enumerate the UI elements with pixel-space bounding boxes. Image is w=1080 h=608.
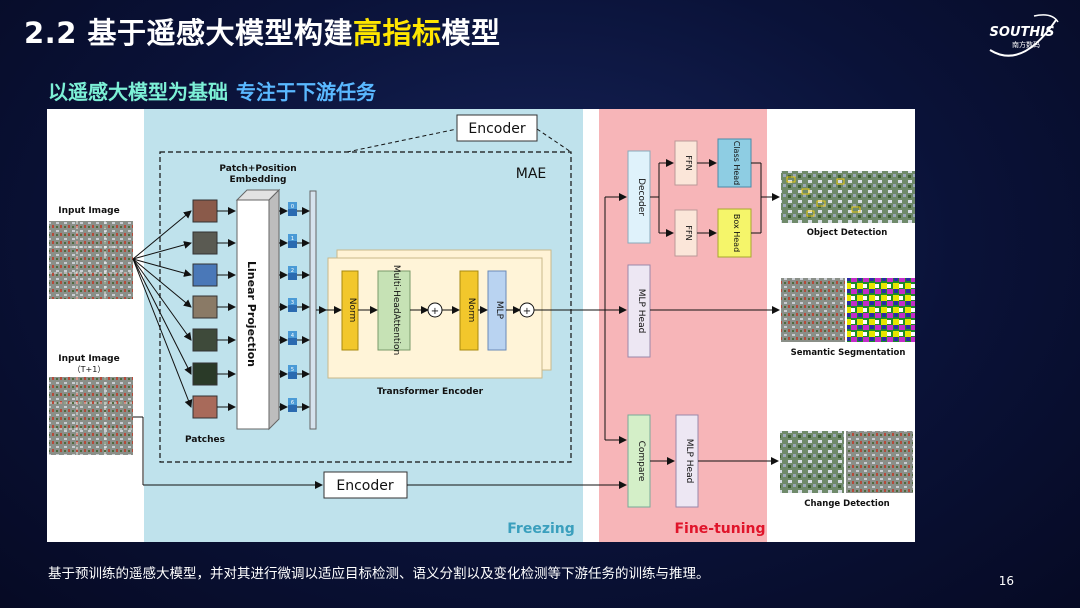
finetune-label: Fine-tuning: [674, 521, 765, 537]
subtitle: 以遥感大模型为基础专注于下游任务: [48, 80, 376, 104]
object-detection-label: Object Detection: [807, 228, 888, 238]
svg-text:2: 2: [291, 268, 294, 274]
architecture-diagram: Freezing Fine-tuning Encoder MAE Input I…: [47, 109, 915, 542]
semantic-input-image: [781, 278, 845, 342]
svg-text:Compare: Compare: [636, 441, 646, 482]
linear-projection: [236, 199, 270, 430]
input-image-t: [49, 221, 133, 299]
input-image-t1-label: Input Image: [58, 354, 119, 364]
svg-text:MLP Head: MLP Head: [684, 439, 694, 484]
svg-text:（T+1）: （T+1）: [73, 365, 106, 374]
svg-text:+: +: [431, 306, 439, 317]
change-image-t: [780, 431, 844, 493]
patch-position-label: Patch+Position: [219, 164, 296, 174]
input-image-t1: [49, 377, 133, 455]
transformer-encoder-label: Transformer Encoder: [377, 387, 484, 397]
change-detection-label: Change Detection: [804, 499, 889, 509]
svg-text:Encoder: Encoder: [336, 478, 393, 494]
object-detection-image: [781, 171, 915, 223]
patches-label: Patches: [185, 435, 225, 445]
svg-text:Encoder: Encoder: [468, 121, 525, 137]
change-image-t1: [846, 431, 913, 493]
svg-text:FFN: FFN: [684, 155, 693, 170]
svg-text:Box Head: Box Head: [732, 214, 741, 252]
svg-text:MLP Head: MLP Head: [636, 289, 646, 334]
svg-text:6: 6: [291, 400, 294, 406]
multihead-attention-block: [377, 270, 411, 351]
svg-text:5: 5: [291, 367, 294, 373]
svg-text:南方数码: 南方数码: [1012, 40, 1040, 49]
svg-text:MLP: MLP: [494, 301, 504, 320]
svg-text:SOUTHIS: SOUTHIS: [990, 25, 1055, 40]
box-head-block: [717, 208, 752, 258]
patches: [192, 199, 218, 419]
title-highlight: 高指标: [352, 16, 442, 50]
page-number: 16: [998, 574, 1014, 588]
mae-label: MAE: [516, 166, 547, 182]
svg-text:3: 3: [291, 300, 294, 306]
position-tokens: [288, 202, 297, 412]
class-head-block: [717, 138, 752, 188]
svg-text:0: 0: [291, 204, 294, 210]
svg-text:+: +: [523, 306, 531, 317]
freezing-label: Freezing: [507, 521, 575, 537]
southis-logo: SOUTHIS 南方数码: [989, 14, 1059, 57]
page-title: 2.2 基于遥感大模型构建高指标模型: [24, 16, 501, 50]
svg-text:Decoder: Decoder: [636, 178, 646, 216]
svg-text:4: 4: [291, 333, 294, 339]
mlp-head-block-1: [627, 264, 651, 358]
svg-text:1: 1: [291, 236, 294, 242]
semantic-segmentation-label: Semantic Segmentation: [791, 348, 906, 358]
svg-text:Multi-HeadAttention: Multi-HeadAttention: [391, 265, 401, 355]
svg-text:FFN: FFN: [684, 225, 693, 240]
transformer-encoder-box: [327, 257, 543, 379]
input-image-label: Input Image: [58, 206, 119, 216]
caption: 基于预训练的遥感大模型，并对其进行微调以适应目标检测、语义分割以及变化检测等下游…: [48, 566, 710, 582]
svg-text:Embedding: Embedding: [230, 175, 287, 185]
semantic-segmentation-image: [847, 278, 915, 342]
svg-text:Class Head: Class Head: [732, 141, 741, 186]
embedding-bar: [309, 190, 317, 430]
svg-text:Linear Projection: Linear Projection: [245, 261, 258, 367]
svg-text:Norm: Norm: [347, 298, 357, 323]
svg-text:Norm: Norm: [466, 298, 476, 323]
encoder-label-box: [456, 114, 538, 142]
